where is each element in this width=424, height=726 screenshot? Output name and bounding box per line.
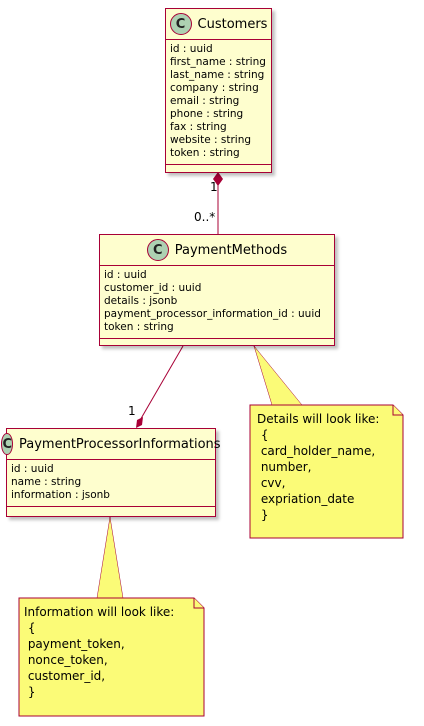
- note-line: Information will look like:: [24, 605, 175, 619]
- attribute-list: id : uuid name : string information : js…: [7, 460, 215, 507]
- note-line: }: [24, 685, 36, 699]
- note-line: customer_id,: [24, 669, 106, 683]
- class-c-icon: C: [146, 239, 169, 261]
- attribute: last_name : string: [170, 69, 265, 81]
- class-title: Customers: [197, 16, 268, 32]
- class-c-icon: C: [1, 433, 13, 455]
- note-line: }: [257, 508, 269, 522]
- composition-line-methods-processor: [138, 345, 184, 423]
- attribute: information : jsonb: [11, 489, 110, 501]
- attribute: token : string: [170, 147, 240, 159]
- class-c-icon: C: [169, 13, 192, 35]
- note-information-shape: [18, 597, 205, 717]
- class-payment-methods[interactable]: C PaymentMethods id : uuid customer_id :…: [99, 234, 335, 346]
- attribute: token : string: [104, 321, 174, 333]
- attribute: fax : string: [170, 121, 227, 133]
- note-details-shape: [249, 404, 404, 539]
- attribute: details : jsonb: [104, 295, 178, 307]
- composition-diamond-customers: [213, 172, 223, 186]
- attribute: id : uuid: [170, 43, 213, 55]
- note-line: {: [24, 621, 36, 635]
- note-tail-details: [253, 345, 303, 406]
- note-details-fold: [392, 405, 403, 416]
- class-header: C PaymentProcessorInformations: [1, 429, 221, 460]
- attribute: payment_processor_information_id : uuid: [104, 308, 321, 320]
- multiplicity-customers-side: 1: [210, 180, 218, 194]
- note-line: cvv,: [257, 476, 286, 490]
- attribute: first_name : string: [170, 56, 266, 68]
- note-line: {: [257, 428, 269, 442]
- attribute: name : string: [11, 476, 82, 488]
- attribute: email : string: [170, 95, 240, 107]
- class-header: C Customers: [166, 9, 271, 40]
- attribute: id : uuid: [11, 463, 54, 475]
- note-tail-information: [96, 516, 124, 599]
- attribute: customer_id : uuid: [104, 282, 202, 294]
- note-line: Details will look like:: [257, 412, 380, 426]
- class-header: C PaymentMethods: [100, 235, 334, 266]
- note-line: number,: [257, 460, 312, 474]
- method-list: [100, 339, 334, 347]
- class-title: PaymentMethods: [174, 242, 288, 258]
- attribute-list: id : uuid customer_id : uuid details : j…: [100, 266, 334, 339]
- class-title: PaymentProcessorInformations: [19, 436, 221, 452]
- class-payment-processor-informations[interactable]: C PaymentProcessorInformations id : uuid…: [1, 428, 221, 517]
- method-list: [166, 165, 271, 173]
- attribute: id : uuid: [104, 269, 147, 281]
- class-customers[interactable]: C Customers id : uuid first_name : strin…: [165, 8, 272, 173]
- attribute-list: id : uuid first_name : string last_name …: [166, 40, 271, 165]
- attribute: company : string: [170, 82, 259, 94]
- attribute: phone : string: [170, 108, 244, 120]
- composition-diamond-processor: [136, 417, 143, 428]
- note-line: card_holder_name,: [257, 444, 376, 458]
- note-line: expriation_date: [257, 492, 355, 506]
- note-line: nonce_token,: [24, 653, 108, 667]
- multiplicity-processor-side: 1: [128, 404, 136, 418]
- multiplicity-methods-side: 0..*: [194, 210, 216, 224]
- note-information-fold: [193, 598, 204, 609]
- note-line: payment_token,: [24, 637, 125, 651]
- attribute: website : string: [170, 134, 252, 146]
- method-list: [7, 507, 215, 515]
